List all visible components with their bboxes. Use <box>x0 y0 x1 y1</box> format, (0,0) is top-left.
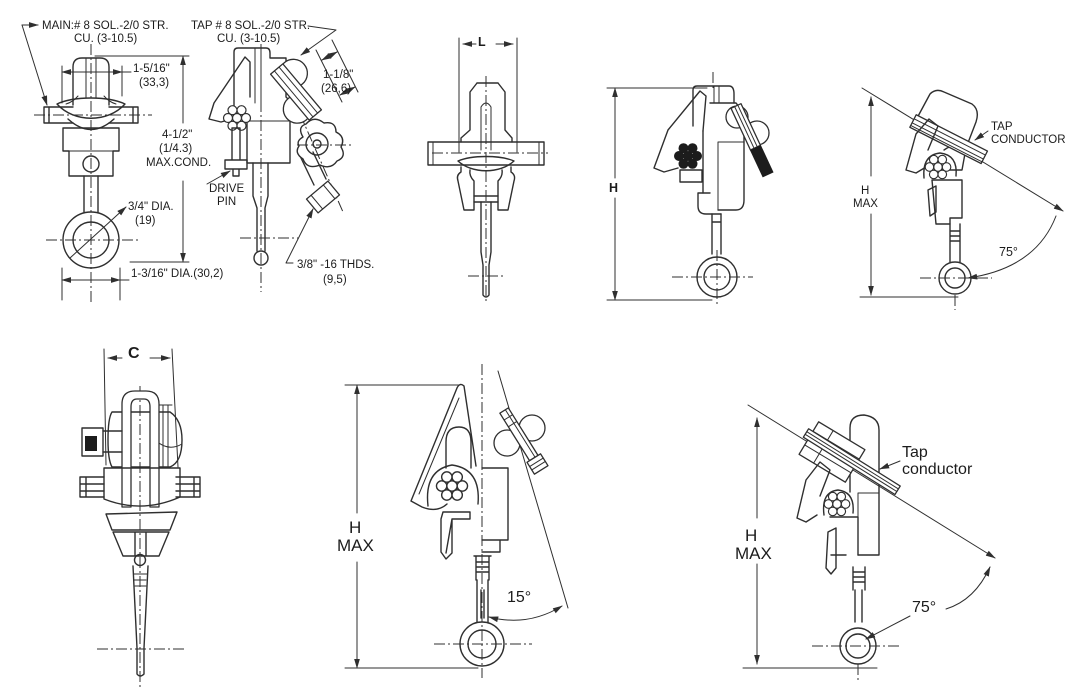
drive-pin-label-line2: PIN <box>217 196 237 208</box>
view-front-dimensioned <box>21 22 337 304</box>
stud-thread-spec: 3/8" -16 THDS. <box>297 259 375 271</box>
main-conductor-label-line1: MAIN:# 8 SOL.-2/0 STR. <box>42 20 169 32</box>
h-max-mid-line1: H <box>349 518 362 537</box>
angle-75-bottom: 75° <box>912 599 937 616</box>
tap-conductor-callout-caps-line2: CONDUCTOR <box>991 134 1066 146</box>
eye-outer-diameter: 1-3/16" DIA.(30,2) <box>131 268 224 280</box>
tap-conductor-callout-line2: conductor <box>902 461 973 478</box>
dimension-l: L <box>478 35 486 49</box>
dimension-c: C <box>128 345 140 362</box>
drive-pin-label-line1: DRIVE <box>209 183 245 195</box>
angle-75-top: 75° <box>999 245 1018 259</box>
main-width-dimension-mm: (33,3) <box>139 77 170 89</box>
max-cond-note: MAX.COND. <box>146 157 212 169</box>
max-cond-dimension-in: 4-1/2" <box>162 129 193 141</box>
h-max-top-line2: MAX <box>853 198 878 210</box>
tap-width-dimension-in: 1-1/8" <box>323 69 354 81</box>
tap-conductor-range-label-line1: TAP # 8 SOL.-2/0 STR. <box>191 20 311 32</box>
angle-15: 15° <box>507 589 532 606</box>
max-cond-dimension-mm: (1/4.3) <box>159 143 193 155</box>
main-width-dimension-in: 1-5/16" <box>133 63 170 75</box>
tap-conductor-callout-line1: Tap <box>902 444 928 461</box>
view-75deg-bottom <box>742 404 996 682</box>
view-75deg-top <box>859 87 1064 310</box>
view-side-drive-pin <box>206 39 359 292</box>
h-max-bottom-line1: H <box>745 526 758 545</box>
dimension-h: H <box>609 181 619 195</box>
stud-thread-spec-mm: (9,5) <box>323 274 347 286</box>
tap-conductor-range-label-line2: CU. (3-10.5) <box>217 33 281 45</box>
tap-conductor-callout-caps-line1: TAP <box>991 121 1013 133</box>
h-max-mid-line2: MAX <box>337 536 374 555</box>
tap-width-dimension-mm: (26,6) <box>321 83 352 95</box>
view-front-plain <box>427 37 548 302</box>
h-max-bottom-line2: MAX <box>735 544 772 563</box>
h-max-top-line1: H <box>861 185 870 197</box>
main-conductor-label-line2: CU. (3-10.5) <box>74 33 138 45</box>
view-side-closed <box>606 72 774 305</box>
eye-hole-diameter-in: 3/4" DIA. <box>128 201 174 213</box>
view-c-dimension <box>79 348 201 688</box>
view-15deg <box>344 364 569 678</box>
eye-hole-diameter-mm: (19) <box>135 215 156 227</box>
